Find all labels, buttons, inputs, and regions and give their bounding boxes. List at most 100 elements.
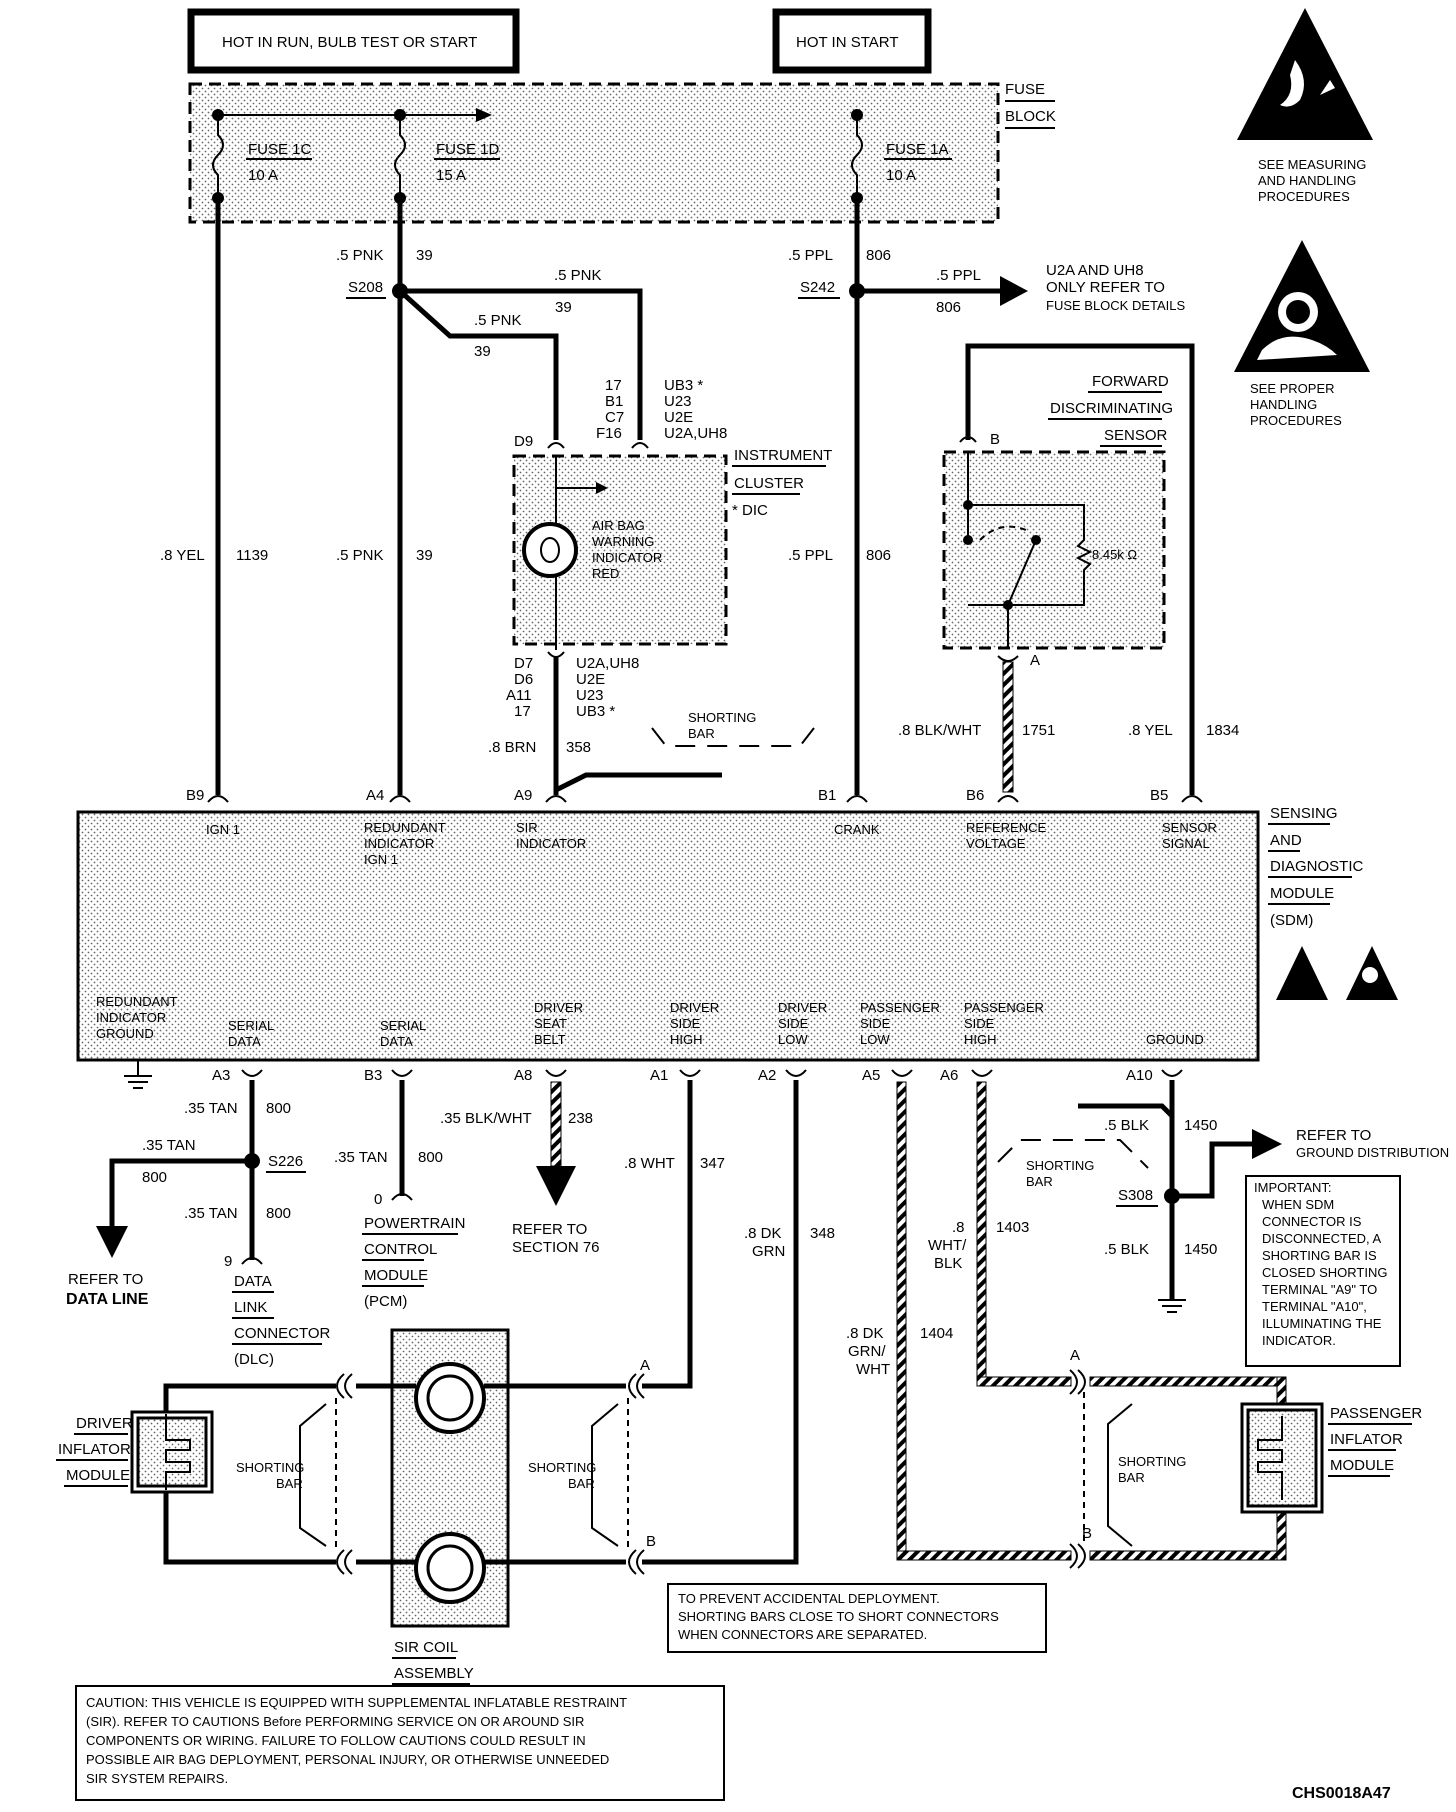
svg-text:GRN: GRN: [752, 1243, 785, 1260]
svg-text:A3: A3: [212, 1067, 230, 1084]
svg-text:800: 800: [266, 1100, 291, 1117]
svg-text:SIDE: SIDE: [860, 1016, 891, 1031]
svg-text:HOT IN START: HOT IN START: [796, 34, 899, 51]
svg-text:HIGH: HIGH: [964, 1032, 997, 1047]
svg-text:DATA LINE: DATA LINE: [66, 1291, 149, 1308]
svg-text:SHORTING BAR IS: SHORTING BAR IS: [1262, 1248, 1377, 1263]
svg-text:.5 PNK: .5 PNK: [336, 247, 384, 264]
svg-text:800: 800: [142, 1169, 167, 1186]
svg-text:HANDLING: HANDLING: [1250, 397, 1317, 412]
svg-text:DIAGNOSTIC: DIAGNOSTIC: [1270, 858, 1364, 875]
svg-text:A11: A11: [506, 687, 532, 704]
svg-text:.5 BLK: .5 BLK: [1104, 1117, 1149, 1134]
u2a-uh8-note: U2A AND UH8: [1046, 262, 1144, 279]
svg-text:DATA: DATA: [228, 1034, 261, 1049]
svg-text:WARNING: WARNING: [592, 534, 654, 549]
svg-text:DRIVER: DRIVER: [670, 1000, 719, 1015]
instrument-cluster-title: INSTRUMENT: [734, 447, 832, 464]
svg-text:B9: B9: [186, 787, 204, 804]
svg-text:BLK: BLK: [934, 1255, 962, 1272]
caution-note: CAUTION: THIS VEHICLE IS EQUIPPED WITH S…: [75, 1685, 725, 1801]
svg-text:VOLTAGE: VOLTAGE: [966, 836, 1026, 851]
svg-text:PASSENGER: PASSENGER: [964, 1000, 1044, 1015]
svg-text:D7: D7: [514, 655, 533, 672]
svg-text:INDICATOR: INDICATOR: [364, 836, 434, 851]
svg-text:HIGH: HIGH: [670, 1032, 703, 1047]
svg-text:B: B: [646, 1533, 656, 1550]
svg-text:0: 0: [374, 1191, 382, 1208]
svg-text:SIDE: SIDE: [964, 1016, 995, 1031]
svg-text:WHT: WHT: [856, 1361, 890, 1378]
svg-text:SIR: SIR: [516, 820, 538, 835]
svg-text:BAR: BAR: [1118, 1470, 1145, 1485]
svg-text:.8 BLK/WHT: .8 BLK/WHT: [898, 722, 981, 739]
svg-text:.8 YEL: .8 YEL: [1128, 722, 1173, 739]
svg-text:1450: 1450: [1184, 1241, 1217, 1258]
svg-text:BAR: BAR: [276, 1476, 303, 1491]
svg-text:IGN 1: IGN 1: [364, 852, 398, 867]
svg-text:CLOSED SHORTING: CLOSED SHORTING: [1262, 1265, 1387, 1280]
svg-text:347: 347: [700, 1155, 725, 1172]
svg-text:MODULE: MODULE: [1330, 1457, 1394, 1474]
svg-text:FUSE BLOCK DETAILS: FUSE BLOCK DETAILS: [1046, 298, 1186, 313]
svg-text:A5: A5: [862, 1067, 880, 1084]
svg-text:SIGNAL: SIGNAL: [1162, 836, 1210, 851]
dlc-label: DATA: [234, 1273, 272, 1290]
svg-text:10 A: 10 A: [248, 167, 278, 184]
svg-text:B1: B1: [818, 787, 836, 804]
svg-text:SECTION 76: SECTION 76: [512, 1239, 600, 1256]
svg-text:U2A,UH8: U2A,UH8: [576, 655, 639, 672]
svg-text:BLOCK: BLOCK: [1005, 108, 1056, 125]
svg-text:A10: A10: [1126, 1067, 1153, 1084]
svg-text:.8 YEL: .8 YEL: [160, 547, 205, 564]
svg-text:AND: AND: [1270, 832, 1302, 849]
svg-text:238: 238: [568, 1110, 593, 1127]
svg-text:UB3 *: UB3 *: [664, 377, 703, 394]
svg-text:ONLY REFER TO: ONLY REFER TO: [1046, 279, 1165, 296]
sir-handling-text: SEE PROPER: [1250, 381, 1335, 396]
svg-text:.5 PNK: .5 PNK: [554, 267, 602, 284]
svg-text:AIR BAG: AIR BAG: [592, 518, 645, 533]
svg-text:(SIR). REFER TO CAUTIONS Befor: (SIR). REFER TO CAUTIONS Before PERFORMI…: [86, 1714, 584, 1729]
svg-text:LOW: LOW: [778, 1032, 808, 1047]
svg-text:806: 806: [866, 247, 891, 264]
important-note: IMPORTANT: WHEN SDM CONNECTOR IS DISCONN…: [1245, 1175, 1401, 1367]
driver-inflator-label: DRIVER: [76, 1415, 133, 1432]
svg-text:REDUNDANT: REDUNDANT: [364, 820, 446, 835]
svg-text:(PCM): (PCM): [364, 1293, 407, 1310]
svg-text:LOW: LOW: [860, 1032, 890, 1047]
svg-text:D6: D6: [514, 671, 533, 688]
svg-text:TERMINAL "A9" TO: TERMINAL "A9" TO: [1262, 1282, 1377, 1297]
resistor-icon: [968, 504, 1093, 606]
svg-text:S208: S208: [348, 279, 383, 296]
refer-data-line: REFER TO: [68, 1271, 143, 1288]
svg-text:10 A: 10 A: [886, 167, 916, 184]
svg-text:S226: S226: [268, 1153, 303, 1170]
svg-text:CAUTION: THIS VEHICLE IS EQUI: CAUTION: THIS VEHICLE IS EQUIPPED WITH S…: [86, 1695, 627, 1710]
svg-text:F16: F16: [596, 425, 622, 442]
svg-text:A2: A2: [758, 1067, 776, 1084]
svg-text:C7: C7: [605, 409, 624, 426]
svg-text:SERIAL: SERIAL: [380, 1018, 426, 1033]
sir-coil-assembly: [390, 1328, 510, 1628]
svg-text:UB3 *: UB3 *: [576, 703, 615, 720]
svg-text:1834: 1834: [1206, 722, 1239, 739]
ground-symbol-icon: [1158, 1299, 1186, 1313]
svg-text:A4: A4: [366, 787, 384, 804]
svg-text:INFLATOR: INFLATOR: [1330, 1431, 1403, 1448]
svg-text:S242: S242: [800, 279, 835, 296]
svg-text:B5: B5: [1150, 787, 1168, 804]
instrument-cluster: AIR BAG WARNING INDICATOR RED: [512, 454, 728, 650]
svg-text:A6: A6: [940, 1067, 958, 1084]
svg-text:SERIAL: SERIAL: [228, 1018, 274, 1033]
svg-text:8.45k Ω: 8.45k Ω: [1092, 547, 1137, 562]
svg-text:(DLC): (DLC): [234, 1351, 274, 1368]
svg-text:A: A: [1030, 652, 1040, 669]
svg-text:B3: B3: [364, 1067, 382, 1084]
top-shorting-bar-label: SHORTING: [688, 710, 756, 725]
sensor-title: FORWARD: [1092, 373, 1169, 390]
refer-ground-distribution: REFER TO: [1296, 1127, 1371, 1144]
svg-text:39: 39: [474, 343, 491, 360]
svg-text:B1: B1: [605, 393, 623, 410]
sir-handling-warning-icon: [1234, 240, 1370, 372]
